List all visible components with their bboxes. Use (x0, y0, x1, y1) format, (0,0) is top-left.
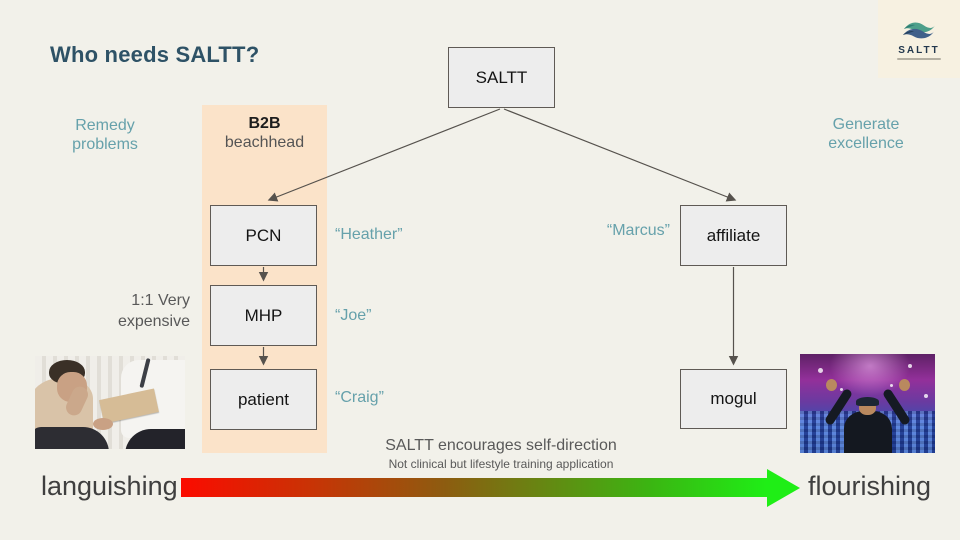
brand-logo: SALTT (878, 0, 960, 78)
node-affiliate: affiliate (680, 205, 787, 266)
doctor-trousers (125, 429, 185, 449)
speaker-torso (844, 411, 892, 453)
bokeh-dot (924, 394, 928, 398)
patient-pants (35, 427, 109, 449)
doctor-hand (93, 418, 113, 430)
therapy-session-photo (35, 356, 185, 449)
page-title: Who needs SALTT? (50, 42, 260, 67)
languishing-label: languishing (41, 471, 178, 501)
bokeh-dot (840, 388, 843, 391)
persona-craig: “Craig” (335, 389, 384, 406)
speaker-cap (856, 397, 879, 406)
spectrum-gradient-bar (181, 478, 767, 497)
wave-icon (903, 21, 935, 38)
persona-marcus: “Marcus” (606, 222, 670, 239)
persona-joe: “Joe” (335, 307, 372, 324)
spectrum-caption: SALTT encourages self-direction (385, 437, 617, 454)
band-heading: B2B beachhead (202, 114, 327, 152)
bokeh-dot (908, 364, 912, 368)
node-mogul: mogul (680, 369, 787, 429)
remedy-problems-note: Remedy problems (72, 117, 138, 154)
beachhead-label: beachhead (224, 134, 305, 152)
persona-heather: “Heather” (335, 226, 403, 243)
stage-celebration-photo (800, 354, 935, 453)
spectrum-arrowhead (767, 469, 800, 507)
bokeh-dot (890, 384, 893, 387)
flourishing-label: flourishing (808, 471, 932, 501)
node-patient: patient (210, 369, 317, 430)
logo-brand-text: SALTT (898, 44, 940, 56)
spectrum-subcaption: Not clinical but lifestyle training appl… (388, 457, 614, 471)
logo-tagline (897, 57, 941, 60)
node-mhp: MHP (210, 285, 317, 346)
node-saltt: SALTT (448, 47, 555, 108)
right-hand (899, 379, 910, 391)
bokeh-dot (818, 368, 823, 373)
node-pcn: PCN (210, 205, 317, 266)
left-hand (826, 379, 837, 391)
generate-excellence-note: Generate excellence (828, 116, 904, 153)
expensive-note: 1:1 Very expensive (117, 292, 190, 330)
b2b-label: B2B (248, 115, 281, 132)
